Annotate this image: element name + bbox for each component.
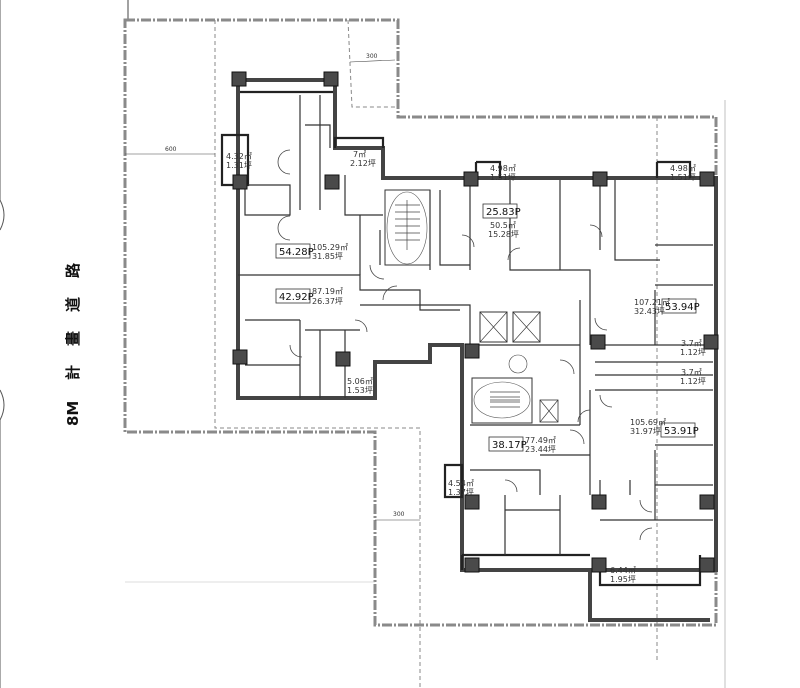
site-boundary (123, 18, 718, 627)
lobby-fixture (508, 354, 528, 374)
interior-walls (238, 95, 713, 555)
svg-text:1.12坪: 1.12坪 (680, 348, 706, 357)
svg-text:3.7㎡: 3.7㎡ (681, 368, 702, 377)
setback-line (214, 20, 421, 688)
svg-text:計: 計 (64, 365, 82, 380)
svg-text:1.31坪: 1.31坪 (226, 161, 252, 170)
svg-text:31.85坪: 31.85坪 (312, 252, 343, 261)
svg-text:87.19㎡: 87.19㎡ (312, 287, 343, 296)
svg-text:300: 300 (393, 511, 405, 518)
svg-text:1.51坪: 1.51坪 (490, 173, 516, 182)
balcony-label: 3.7㎡ 1.12坪 (680, 339, 706, 357)
svg-text:600: 600 (165, 146, 177, 153)
road-label: 8M 計 畫 道 路 (64, 262, 82, 426)
svg-text:300: 300 (366, 53, 378, 60)
dimension-top: 300 (349, 53, 396, 63)
svg-text:31.97坪: 31.97坪 (630, 427, 661, 436)
dimension-left: 600 (125, 146, 215, 155)
svg-text:42.92P: 42.92P (279, 292, 314, 303)
svg-text:1.95坪: 1.95坪 (610, 575, 636, 584)
road-edge (0, 0, 5, 688)
balcony-label: 4.32㎡ 1.31坪 (226, 152, 252, 170)
unit-label: 42.92P 87.19㎡ 26.37坪 (275, 287, 343, 306)
svg-text:23.44坪: 23.44坪 (525, 445, 556, 454)
staircase-south (471, 377, 559, 424)
elevator-1 (479, 311, 508, 343)
balcony-label: 3.7㎡ 1.12坪 (680, 368, 706, 386)
staircase-north (384, 189, 431, 266)
svg-text:1.12坪: 1.12坪 (680, 377, 706, 386)
balcony-label: 5.06㎡ 1.53坪 (347, 377, 373, 395)
svg-text:53.94P: 53.94P (665, 302, 700, 313)
svg-text:50.5㎡: 50.5㎡ (490, 221, 516, 230)
elevator-2 (512, 311, 541, 343)
svg-text:7㎡: 7㎡ (353, 150, 366, 159)
svg-text:1.37坪: 1.37坪 (448, 488, 474, 497)
svg-text:38.17P: 38.17P (492, 440, 527, 451)
svg-text:1.51坪: 1.51坪 (670, 173, 696, 182)
balcony-label: 6.44㎡ 1.95坪 (610, 566, 636, 584)
svg-text:路: 路 (64, 262, 82, 278)
svg-text:4.54㎡: 4.54㎡ (448, 479, 474, 488)
balcony-label: 7㎡ 2.12坪 (350, 150, 376, 168)
doors (277, 149, 653, 541)
setback-line (347, 19, 398, 108)
balcony-label: 4.98㎡ 1.51坪 (670, 164, 696, 182)
svg-text:6.44㎡: 6.44㎡ (610, 566, 636, 575)
svg-text:2.12坪: 2.12坪 (350, 159, 376, 168)
svg-text:32.43坪: 32.43坪 (634, 307, 665, 316)
svg-text:4.98㎡: 4.98㎡ (490, 164, 516, 173)
dimension-bottom: 300 (375, 511, 420, 521)
unit-label: 53.94P 107.21㎡ 32.43坪 (634, 298, 700, 316)
unit-label: 38.17P 77.49㎡ 23.44坪 (488, 436, 556, 454)
svg-text:5.06㎡: 5.06㎡ (347, 377, 373, 386)
unit-label: 25.83P 50.5㎡ 15.28坪 (482, 203, 521, 239)
exterior-walls (220, 78, 718, 622)
svg-text:4.32㎡: 4.32㎡ (226, 152, 252, 161)
svg-text:107.21㎡: 107.21㎡ (634, 298, 670, 307)
balcony-label: 4.98㎡ 1.51坪 (490, 164, 516, 182)
svg-text:77.49㎡: 77.49㎡ (525, 436, 556, 445)
unit-label: 54.28P 105.29㎡ 31.85坪 (275, 243, 348, 261)
svg-text:105.29㎡: 105.29㎡ (312, 243, 348, 252)
svg-text:畫: 畫 (64, 331, 82, 346)
unit-label: 53.91P 105.69㎡ 31.97坪 (630, 418, 699, 438)
svg-text:53.91P: 53.91P (664, 426, 699, 437)
svg-text:105.69㎡: 105.69㎡ (630, 418, 666, 427)
svg-text:道: 道 (64, 297, 82, 312)
svg-text:1.53坪: 1.53坪 (347, 386, 373, 395)
structural-columns (231, 71, 719, 573)
svg-text:8M: 8M (64, 401, 82, 426)
svg-text:15.28坪: 15.28坪 (488, 230, 519, 239)
svg-text:26.37坪: 26.37坪 (312, 297, 343, 306)
svg-text:3.7㎡: 3.7㎡ (681, 339, 702, 348)
svg-text:4.98㎡: 4.98㎡ (670, 164, 696, 173)
svg-text:25.83P: 25.83P (486, 207, 521, 218)
svg-text:54.28P: 54.28P (279, 247, 314, 258)
balcony-label: 4.54㎡ 1.37坪 (448, 479, 474, 497)
